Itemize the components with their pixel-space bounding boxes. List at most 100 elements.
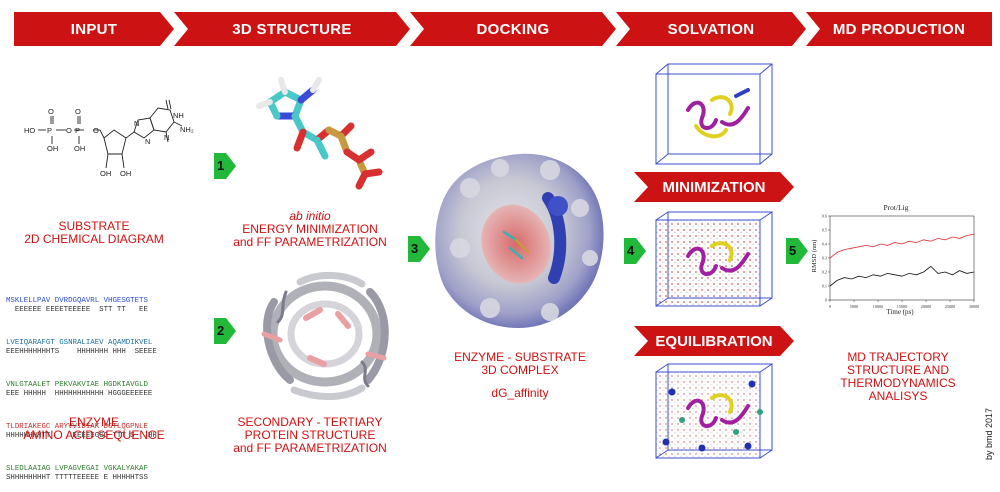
atom-label: NH — [173, 111, 184, 120]
header-step-md-production: MD PRODUCTION — [806, 12, 992, 46]
chart-frame — [829, 215, 975, 301]
enzyme-caption: ENZYME AMINO ACID SEQUENCE — [14, 416, 174, 442]
y-tick-label: 0.1 — [822, 284, 827, 289]
y-tick-label: 0.4 — [822, 242, 828, 247]
atom-label: N — [134, 119, 139, 128]
structure-line: EEE HHHHH HHHHHHHHHHH HGGGEEEEEE — [6, 390, 153, 398]
sequence-line: MSKLELLPAV DVRDGQAVRL VHGESGTETS — [6, 297, 148, 305]
x-tick-label: 5000 — [850, 304, 858, 309]
chart-xlabel: Time (ps) — [886, 308, 914, 316]
ligand-3d-model — [256, 77, 383, 190]
dg-affinity-label: dG_affinity — [491, 386, 549, 400]
atom-label: NH₂ — [180, 125, 194, 134]
banner-label: MINIMIZATION — [662, 178, 766, 196]
caption-line: MD TRAJECTORY — [847, 350, 949, 364]
caption-line: ENZYME - SUBSTRATE — [454, 350, 586, 364]
solvated-minimization-box — [655, 211, 773, 307]
series-line-2 — [829, 265, 975, 287]
atom-label: HO — [24, 126, 35, 135]
series-line-1 — [829, 233, 975, 259]
substrate-caption: SUBSTRATE 2D CHEMICAL DIAGRAM — [14, 220, 174, 246]
structure-line: EEEEEE EEEETEEEEE STT TT EE — [6, 306, 148, 314]
x-tick-label: 25000 — [945, 304, 955, 309]
caption-line: SECONDARY - TERTIARY — [237, 415, 383, 429]
step-arrow-1: 1 — [214, 153, 236, 179]
atom-label: OH — [100, 169, 111, 178]
atom-label: OH — [120, 169, 131, 178]
atom-label: O — [48, 107, 54, 116]
author-credit: by bmd 2017 — [984, 407, 994, 460]
docking-caption: ENZYME - SUBSTRATE 3D COMPLEX dG_affinit… — [440, 351, 600, 400]
atom-label: P — [75, 126, 80, 135]
md-analysis-caption: MD TRAJECTORY STRUCTURE AND THERMODYNAMI… — [816, 351, 980, 403]
caption-line: ENERGY MINIMIZATION — [242, 222, 378, 236]
banner-label: EQUILIBRATION — [655, 332, 773, 350]
y-tick-label: 0 — [825, 298, 827, 303]
header-step-input: INPUT — [14, 12, 174, 46]
x-tick-label: 20000 — [921, 304, 931, 309]
y-tick-label: 0.3 — [822, 256, 827, 261]
substrate-chemical-diagram: HO P O P O O O OH OH OH OH N N N NH NH₂ — [24, 99, 194, 178]
caption-line: ANALISYS — [868, 389, 928, 403]
header-step-label: INPUT — [70, 20, 118, 38]
atom-label: N — [164, 133, 169, 142]
header-step-label: MD PRODUCTION — [832, 20, 966, 38]
caption-line: PROTEIN STRUCTURE — [244, 428, 376, 442]
atom-label: OH — [74, 144, 85, 153]
protein-structure-caption: SECONDARY - TERTIARY PROTEIN STRUCTURE a… — [220, 416, 400, 455]
sequence-block: MSKLELLPAV DVRDGQAVRL VHGESGTETS EEEEEE … — [6, 297, 196, 315]
step-number: 2 — [217, 323, 225, 338]
solvated-equilibration-box — [655, 363, 773, 459]
caption-line: SUBSTRATE — [58, 219, 130, 233]
step-number: 4 — [627, 243, 635, 258]
header-step-label: DOCKING — [476, 20, 550, 38]
atom-label: O — [66, 126, 72, 135]
sequence-line: TLDRIAKEGC ARYVVIDIAK DGTLQGPNLE — [6, 423, 148, 431]
atom-label: OH — [47, 144, 58, 153]
header-step-solvation: SOLVATION — [616, 12, 806, 46]
equilibration-banner: EQUILIBRATION — [634, 326, 794, 356]
y-tick-label: 0.5 — [822, 228, 827, 233]
chart-title: Prot/Lig — [883, 203, 908, 212]
x-tick-label: 15000 — [897, 304, 907, 309]
header-step-3d-structure: 3D STRUCTURE — [174, 12, 410, 46]
caption-line: and FF PARAMETRIZATION — [233, 441, 387, 455]
caption-line: 2D CHEMICAL DIAGRAM — [24, 232, 164, 246]
solvation-box — [655, 63, 773, 165]
y-tick-label: 0.6 — [822, 214, 827, 219]
step-arrow-5: 5 — [786, 238, 808, 264]
structure-line: SHHHHHHHHT TTTTTEEEEE E HHHHHTSS — [6, 474, 148, 482]
step-arrow-4: 4 — [624, 238, 646, 264]
structure-line: HHHHHHHHTT EEEEEGGG TTT S HH — [6, 432, 157, 440]
caption-line: STRUCTURE AND — [846, 363, 949, 377]
step-arrow-2: 2 — [214, 318, 236, 344]
header-step-label: 3D STRUCTURE — [232, 20, 352, 38]
x-tick-label: 30000 — [969, 304, 979, 309]
caption-line: ENZYME — [68, 415, 119, 429]
sequence-line: VNLGTAALET PEKVAKVIAE HGDKIAVGLD — [6, 381, 148, 389]
atom-label: O — [75, 107, 81, 116]
header-step-label: SOLVATION — [667, 20, 755, 38]
header-step-docking: DOCKING — [410, 12, 616, 46]
caption-line: 3D COMPLEX — [481, 363, 559, 377]
minimization-banner: MINIMIZATION — [634, 172, 794, 202]
chart-ylabel: RMSD (nm) — [811, 240, 818, 273]
atom-label: N — [145, 137, 150, 146]
caption-line: AMINO ACID SEQUENCE — [23, 428, 165, 442]
sequence-line: SLEDLAAIAG LVPAGVEGAI VGKALYAKAF — [6, 465, 148, 473]
step-number: 5 — [789, 243, 797, 258]
step-number: 3 — [411, 241, 419, 256]
y-tick-label: 0.2 — [822, 270, 827, 275]
sequence-line: LVEIQARAFGT GSNRALIAEV AQAMDIKVEL — [6, 339, 153, 347]
x-tick-label: 0 — [829, 304, 831, 309]
ab-initio-caption: ab initio ENERGY MINIMIZATION and FF PAR… — [220, 210, 400, 249]
amino-acid-sequence: MSKLELLPAV DVRDGQAVRL VHGESGTETS EEEEEE … — [6, 279, 196, 492]
caption-line: and FF PARAMETRIZATION — [233, 235, 387, 249]
step-arrow-3: 3 — [408, 236, 430, 262]
protein-ribbon-structure — [261, 271, 389, 401]
enzyme-surface-complex — [435, 153, 604, 328]
